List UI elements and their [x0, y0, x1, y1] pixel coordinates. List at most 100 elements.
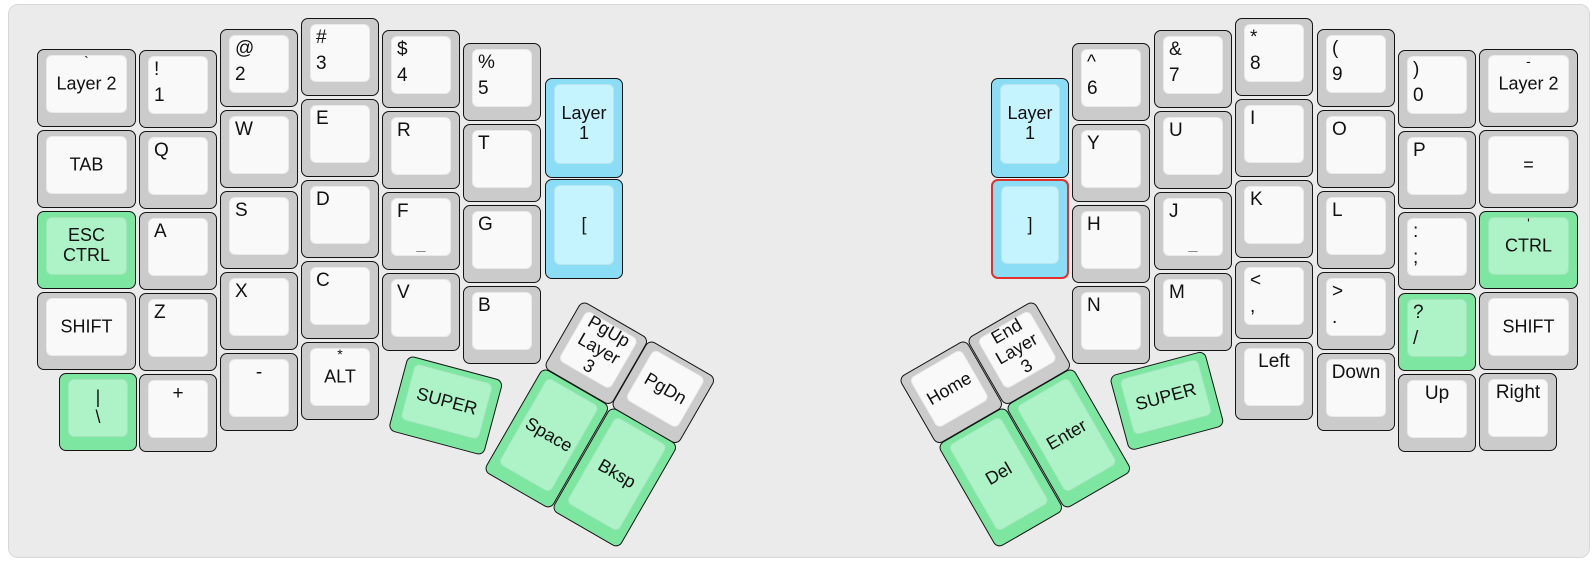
key-t[interactable]: T — [463, 124, 541, 202]
key-period-cap: >. — [1326, 278, 1386, 336]
key-period[interactable]: >. — [1317, 272, 1395, 350]
key-super-left[interactable]: SUPER — [387, 355, 504, 456]
key-n[interactable]: N — [1072, 286, 1150, 364]
key-3[interactable]: #3 — [301, 18, 379, 96]
key-6[interactable]: ^6 — [1072, 43, 1150, 121]
key-question-slash-label-ml: / — [1413, 328, 1419, 349]
key-u[interactable]: U — [1154, 111, 1232, 189]
key-9-label-ml: 9 — [1332, 64, 1343, 85]
key-c[interactable]: C — [301, 261, 379, 339]
key-r-label-tl: R — [397, 120, 411, 141]
key-4-cap: $4 — [391, 36, 451, 94]
key-u-cap: U — [1163, 117, 1223, 175]
key-h[interactable]: H — [1072, 205, 1150, 283]
key-pipe-backslash[interactable]: | \ — [59, 373, 137, 451]
key-arrow-left-label-tc: Left — [1258, 351, 1290, 372]
key-quote-ctrl-cap: 'CTRL — [1488, 215, 1569, 275]
key-2[interactable]: @2 — [220, 29, 298, 107]
key-q[interactable]: Q — [139, 131, 217, 209]
key-quote-ctrl[interactable]: 'CTRL — [1479, 211, 1578, 289]
key-plus[interactable]: + — [139, 374, 217, 452]
key-8[interactable]: *8 — [1235, 18, 1313, 96]
key-0[interactable]: )0 — [1398, 50, 1476, 128]
key-star-alt[interactable]: *ALT — [301, 342, 379, 420]
key-semicolon[interactable]: :; — [1398, 212, 1476, 290]
key-arrow-right-cap: Right — [1488, 379, 1548, 437]
key-q-label-tl: Q — [154, 140, 169, 161]
key-z[interactable]: Z — [139, 293, 217, 371]
key-super-right-label-c: SUPER — [1133, 378, 1199, 415]
key-f[interactable]: F_ — [382, 192, 460, 270]
key-w-label-tl: W — [235, 119, 253, 140]
key-j[interactable]: J_ — [1154, 192, 1232, 270]
key-tab[interactable]: TAB — [37, 130, 136, 208]
key-r[interactable]: R — [382, 111, 460, 189]
key-esc-ctrl[interactable]: ESC CTRL — [37, 211, 136, 289]
key-w[interactable]: W — [220, 110, 298, 188]
key-super-right[interactable]: SUPER — [1109, 350, 1225, 452]
key-g[interactable]: G — [463, 205, 541, 283]
key-p-label-tl: P — [1413, 140, 1426, 161]
key-l[interactable]: L — [1317, 191, 1395, 269]
key-shift-left[interactable]: SHIFT — [37, 292, 136, 370]
key-equals[interactable]: = — [1479, 130, 1578, 208]
key-backtick-layer2[interactable]: ` Layer 2 — [37, 49, 136, 127]
key-a[interactable]: A — [139, 212, 217, 290]
key-layer1-right[interactable]: Layer 1 — [991, 78, 1069, 178]
key-1[interactable]: !1 — [139, 50, 217, 128]
key-m-label-tl: M — [1169, 282, 1185, 303]
key-layer1-left[interactable]: Layer 1 — [545, 78, 623, 178]
key-left-bracket[interactable]: [ — [545, 179, 623, 279]
key-minus[interactable]: - — [220, 353, 298, 431]
key-arrow-left[interactable]: Left — [1235, 342, 1313, 420]
key-question-slash[interactable]: ?/ — [1398, 293, 1476, 371]
key-4-label-tl: $ — [397, 39, 408, 60]
key-4[interactable]: $4 — [382, 30, 460, 108]
key-quote-ctrl-label-ts: ' — [1527, 215, 1530, 231]
key-w-cap: W — [229, 116, 289, 174]
key-right-bracket[interactable]: ] — [991, 179, 1069, 279]
key-end-layer3-cap: End Layer 3 — [976, 309, 1058, 390]
key-2-label-ml: 2 — [235, 64, 246, 85]
key-d[interactable]: D — [301, 180, 379, 258]
key-5-label-ml: 5 — [478, 78, 489, 99]
key-backtick-layer2-label-c: Layer 2 — [56, 73, 117, 94]
key-y-cap: Y — [1081, 130, 1141, 188]
key-b[interactable]: B — [463, 286, 541, 364]
key-p[interactable]: P — [1398, 131, 1476, 209]
key-shift-right-label-c: SHIFT — [1502, 316, 1555, 337]
key-v[interactable]: V — [382, 273, 460, 351]
key-layer1-right-cap: Layer 1 — [1000, 84, 1060, 164]
key-arrow-up[interactable]: Up — [1398, 374, 1476, 452]
key-m[interactable]: M — [1154, 273, 1232, 351]
key-arrow-up-label-tc: Up — [1424, 383, 1450, 404]
key-shift-right[interactable]: SHIFT — [1479, 292, 1578, 370]
key-arrow-down[interactable]: Down — [1317, 353, 1395, 431]
key-arrow-right[interactable]: Right — [1479, 373, 1557, 451]
key-semicolon-label-ml: ; — [1413, 247, 1419, 268]
key-c-cap: C — [310, 267, 370, 325]
key-comma[interactable]: <, — [1235, 261, 1313, 339]
key-e[interactable]: E — [301, 99, 379, 177]
key-i[interactable]: I — [1235, 99, 1313, 177]
key-9[interactable]: (9 — [1317, 29, 1395, 107]
key-semicolon-label-tl: : — [1413, 221, 1419, 242]
key-o[interactable]: O — [1317, 110, 1395, 188]
key-5[interactable]: %5 — [463, 43, 541, 121]
key-left-bracket-cap: [ — [554, 185, 614, 265]
key-x[interactable]: X — [220, 272, 298, 350]
key-h-cap: H — [1081, 211, 1141, 269]
key-d-label-tl: D — [316, 189, 330, 210]
key-k[interactable]: K — [1235, 180, 1313, 258]
key-4-label-ml: 4 — [397, 65, 408, 86]
key-star-alt-cap: *ALT — [310, 346, 370, 406]
key-y[interactable]: Y — [1072, 124, 1150, 202]
key-backtick-layer2-label-ts: ` — [84, 53, 89, 69]
key-n-cap: N — [1081, 292, 1141, 350]
key-enter-label-c: Enter — [1042, 415, 1091, 454]
key-7[interactable]: &7 — [1154, 30, 1232, 108]
key-y-label-tl: Y — [1087, 133, 1100, 154]
key-s[interactable]: S — [220, 191, 298, 269]
key-minus-layer2[interactable]: -Layer 2 — [1479, 49, 1578, 127]
